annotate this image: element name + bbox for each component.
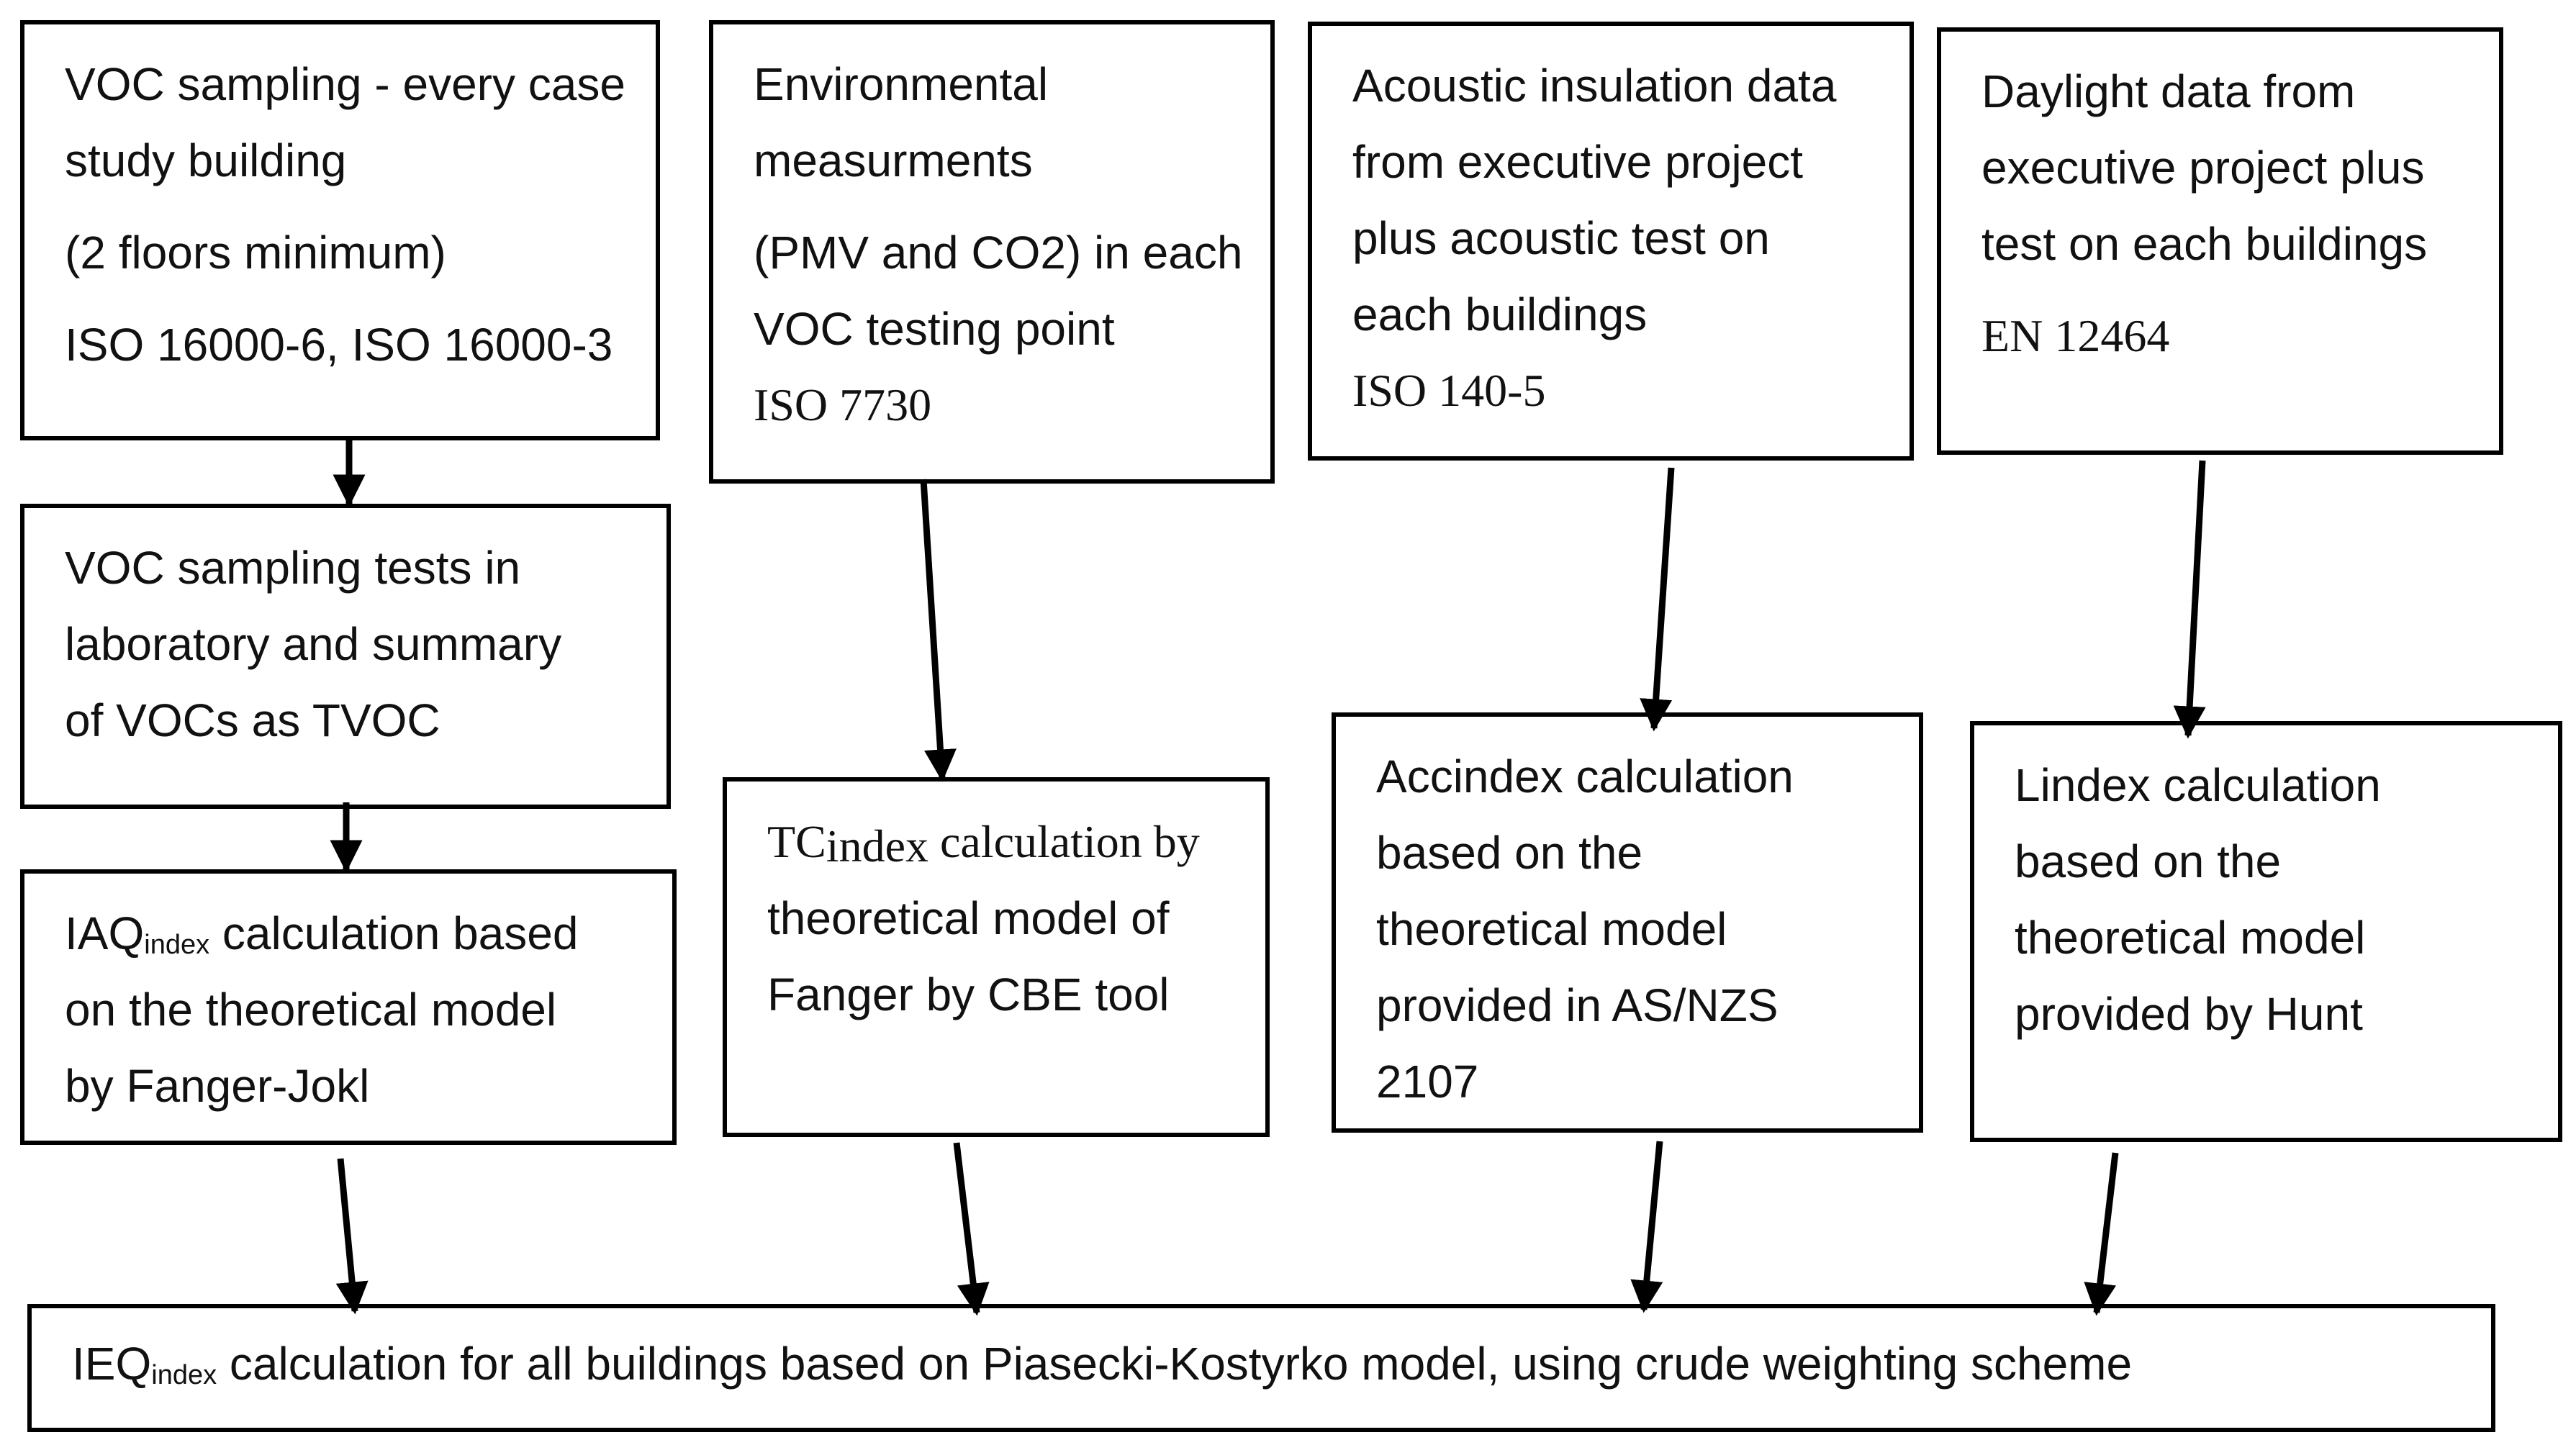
environmental-line2: measurments	[754, 135, 1033, 186]
arrow-iaq-to-ieq	[335, 1158, 369, 1315]
lindex-line3: theoretical model	[2015, 912, 2366, 964]
environmental-line4: VOC testing point	[754, 303, 1115, 355]
lindex-line2: based on the	[2015, 835, 2282, 887]
acoustic-line1: Acoustic insulation data	[1352, 60, 1837, 112]
ieq-index-box: IEQindex calculation for all buildings b…	[27, 1304, 2495, 1432]
ieq-index-rest: calculation for all buildings based on P…	[217, 1338, 2133, 1390]
acoustic-line2: from executive project	[1352, 136, 1804, 188]
environmental-line3: (PMV and CO2) in each	[754, 227, 1243, 278]
tc-index-line3: Fanger by CBE tool	[767, 969, 1170, 1020]
daylight-line2: executive project plus	[1981, 142, 2425, 194]
iaq-index-line3: by Fanger-Jokl	[65, 1060, 370, 1112]
voc-lab-line1: VOC sampling tests in	[65, 542, 521, 594]
daylight-line3: test on each buildings	[1981, 218, 2428, 270]
acc-index-line2: based on the	[1376, 827, 1643, 879]
tc-index-line2: theoretical model of	[767, 892, 1170, 944]
arrow-environmental-to-tc	[920, 479, 957, 782]
acoustic-line4: each buildings	[1352, 289, 1648, 340]
arrow-daylight-to-lindex	[2173, 460, 2206, 739]
daylight-box: Daylight data from executive project plu…	[1937, 27, 2503, 455]
iaq-index-prefix: IAQ	[65, 907, 145, 959]
acc-index-line4: provided in AS/NZS	[1376, 979, 1779, 1031]
lindex-line4: provided by Hunt	[2015, 988, 2363, 1040]
voc-sampling-line3: (2 floors minimum)	[65, 227, 446, 278]
voc-sampling-line1: VOC sampling - every case	[65, 58, 625, 110]
acc-index-line3: theoretical model	[1376, 903, 1727, 955]
iaq-index-line1: IAQindex calculation based	[65, 895, 672, 971]
voc-sampling-line2: study building	[65, 135, 347, 186]
voc-sampling-box: VOC sampling - every case study building…	[20, 20, 660, 440]
lindex-line1: Lindex calculation	[2015, 759, 2381, 811]
ieq-index-subscript: index	[151, 1360, 217, 1390]
tc-index-prefix: TC	[767, 816, 826, 867]
iaq-index-box: IAQindex calculation based on the theore…	[20, 869, 677, 1145]
tc-index-box: TCindex calculation by theoretical model…	[723, 777, 1270, 1137]
environmental-standard: ISO 7730	[754, 379, 932, 430]
acoustic-box: Acoustic insulation data from executive …	[1308, 22, 1914, 461]
arrow-lindex-to-ieq	[2084, 1152, 2119, 1316]
voc-lab-line3: of VOCs as TVOC	[65, 694, 440, 746]
ieq-index-line: IEQindex calculation for all buildings b…	[72, 1326, 2491, 1402]
acc-index-line1: Accindex calculation	[1376, 751, 1794, 802]
voc-sampling-standards: ISO 16000-6, ISO 16000-3	[65, 319, 613, 371]
acoustic-line3: plus acoustic test on	[1352, 212, 1770, 264]
acc-index-box: Accindex calculation based on the theore…	[1332, 712, 1923, 1133]
daylight-line1: Daylight data from	[1981, 65, 2356, 117]
lindex-box: Lindex calculation based on the theoreti…	[1970, 721, 2562, 1142]
tc-index-line1: TCindex calculation by	[767, 803, 1265, 880]
ieq-index-prefix: IEQ	[72, 1338, 152, 1390]
arrow-acoustic-to-acc	[1640, 467, 1675, 732]
tc-index-subscript: index	[826, 820, 928, 871]
iaq-index-subscript: index	[144, 930, 210, 960]
voc-lab-line2: laboratory and summary	[65, 618, 562, 670]
arrow-tc-to-ieq	[953, 1142, 990, 1316]
tc-index-line1-rest: calculation by	[928, 816, 1200, 867]
acc-index-line5: 2107	[1376, 1056, 1479, 1107]
iaq-index-line2: on the theoretical model	[65, 984, 557, 1036]
acoustic-standard: ISO 140-5	[1352, 365, 1546, 416]
iaq-index-line1-rest: calculation based	[209, 907, 579, 959]
daylight-standard: EN 12464	[1981, 310, 2170, 361]
environmental-box: Environmental measurments (PMV and CO2) …	[709, 20, 1275, 484]
arrow-acc-to-ieq	[1630, 1141, 1663, 1313]
environmental-line1: Environmental	[754, 58, 1049, 110]
